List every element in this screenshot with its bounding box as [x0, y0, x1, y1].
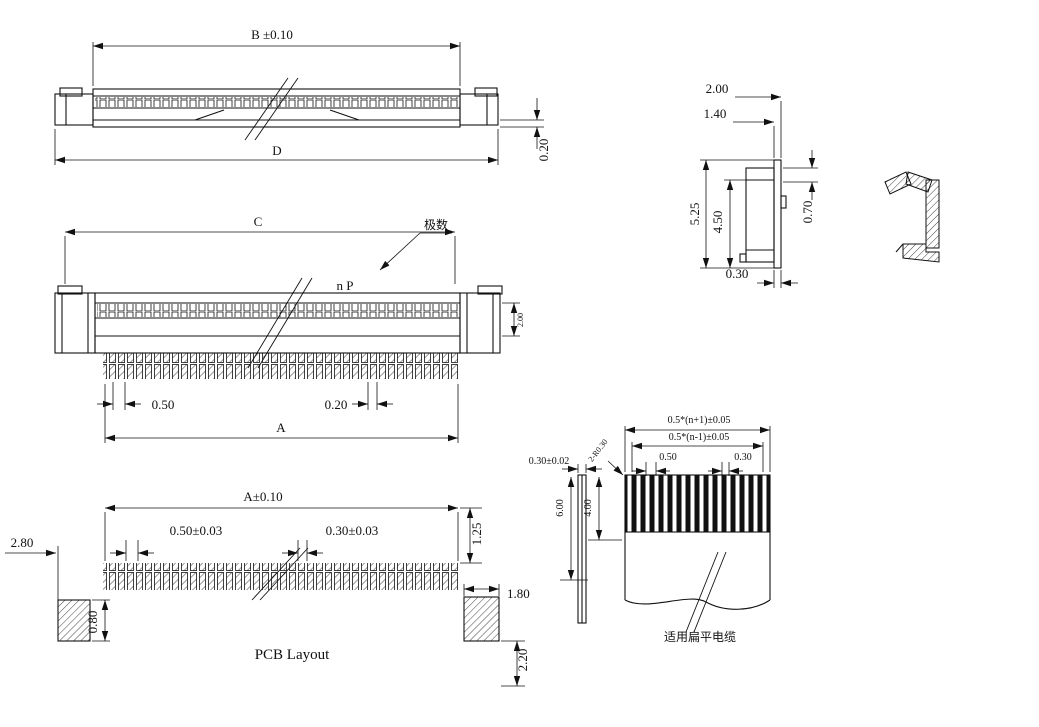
side-dim-thickness-label: 0.30: [726, 266, 749, 281]
pcb-dim-right-pad-label: 1.80: [507, 586, 530, 601]
side-view-body: [739, 159, 787, 269]
cable-dim-thickness-label: 0.30±0.02: [529, 456, 570, 467]
pcb-pads-row: [103, 563, 458, 590]
cable-dim-lines: [560, 426, 771, 581]
pcb-dim-right-clear-label: 2.20: [515, 649, 530, 672]
cable-dim-conductors-label: 0.5*(n-1)±0.05: [669, 432, 729, 443]
front-view-pins-row: [103, 353, 458, 379]
top-dim-height-label: 0.20: [536, 139, 551, 162]
front-dim-pin-width-label: 0.20: [325, 397, 348, 412]
top-dim-b-label: B ±0.10: [251, 27, 293, 42]
cable-view: 0.5*(n+1)±0.05 0.5*(n-1)±0.05 0.50 0.30 …: [529, 415, 771, 644]
pcb-dim-left-pad-label: 0.80: [85, 611, 100, 634]
poles-callout-label: 极数: [424, 217, 448, 232]
front-dim-c-label: C: [254, 214, 263, 229]
top-view-body: [54, 87, 499, 128]
pcb-dim-pad-width-label: 0.30±0.03: [326, 523, 379, 538]
pcb-dim-lines: [5, 504, 525, 687]
cable-conductors: [624, 474, 771, 533]
cable-caption: 适用扁平电缆: [664, 630, 736, 644]
front-view-break-lines: [247, 277, 313, 369]
front-view-body: [54, 285, 503, 354]
cable-dim-pitch-label: 0.50: [659, 452, 677, 463]
cable-dim-exposed-label: 4.00: [583, 499, 594, 517]
cable-front-view: [624, 474, 771, 633]
front-dim-depth-label: 2.00: [516, 313, 525, 327]
pcb-dim-pitch-label: 0.50±0.03: [170, 523, 223, 538]
pcb-break-lines: [251, 547, 309, 601]
front-dim-a-label: A: [276, 420, 286, 435]
pcb-dim-a-label: A±0.10: [243, 489, 282, 504]
cable-side-strip: [577, 474, 587, 624]
cable-dim-total-label: 0.5*(n+1)±0.05: [668, 415, 731, 426]
cable-dim-radius-label: 2-R0.30: [586, 437, 609, 463]
top-view-break-lines: [244, 77, 299, 141]
pcb-dim-left-label: 2.80: [11, 535, 34, 550]
top-view-dim-lines: [54, 42, 544, 165]
cable-dim-stiffener-label: 6.00: [555, 499, 566, 517]
pcb-layout-view: A±0.10 0.50±0.03 0.30±0.03 1.25 2.80 0.8…: [5, 489, 530, 687]
pcb-right-anchor-pad: [463, 596, 500, 642]
side-dim-inner-width-label: 1.40: [704, 106, 727, 121]
side-dim-tab-label: 0.70: [800, 201, 815, 224]
side-view-dim-lines: [700, 93, 818, 288]
pcb-dim-pad-length-label: 1.25: [469, 523, 484, 546]
detail-foot: [902, 243, 940, 263]
top-view: B ±0.10 D 0.20: [54, 27, 551, 165]
front-view: C 极数 n P 2.00 0.50 0.20 A: [54, 214, 525, 443]
side-dim-width-label: 2.00: [706, 81, 729, 96]
side-dim-inner-height-label: 4.50: [710, 211, 725, 234]
side-dim-height-label: 5.25: [687, 203, 702, 226]
pcb-layout-title: PCB Layout: [255, 647, 330, 663]
top-dim-d-label: D: [272, 143, 281, 158]
side-view: 2.00 1.40 5.25 4.50 0.70 0.30: [687, 81, 818, 288]
pcb-left-anchor-pad: [57, 599, 91, 642]
section-detail-view: [884, 171, 940, 263]
cable-dim-cond-width-label: 0.30: [734, 452, 752, 463]
front-view-dim-lines: [64, 228, 520, 443]
poles-count-label: n P: [337, 278, 354, 293]
front-dim-pitch-label: 0.50: [152, 397, 175, 412]
detail-body: [925, 179, 940, 249]
